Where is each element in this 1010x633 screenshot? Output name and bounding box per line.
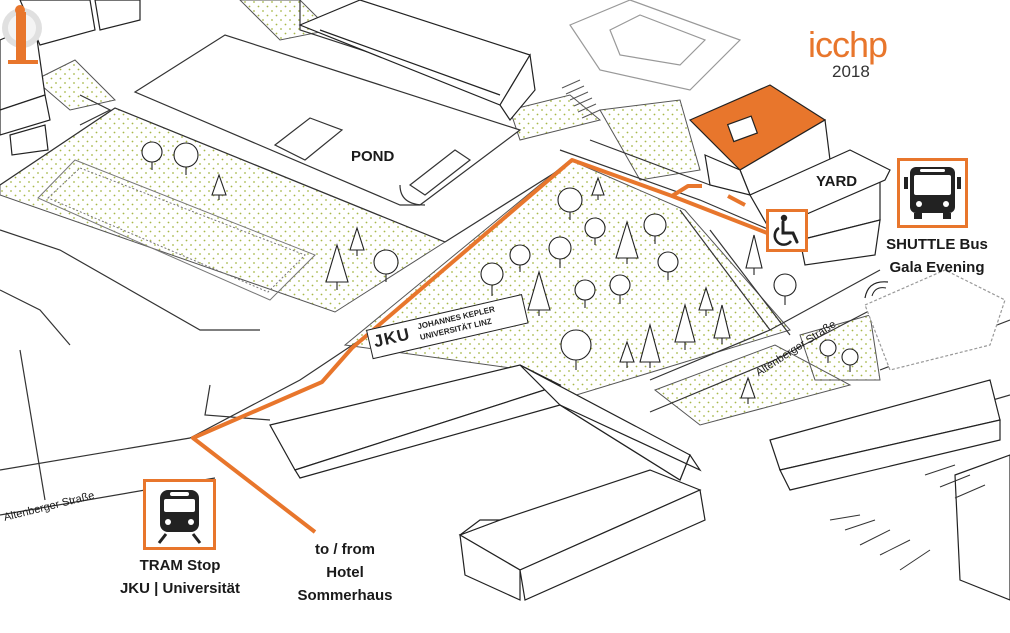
tram-label-line1: TRAM Stop bbox=[139, 557, 221, 574]
walking-route bbox=[191, 158, 781, 534]
tram-icon bbox=[157, 490, 202, 544]
park-east-small bbox=[799, 314, 881, 381]
sports-field bbox=[37, 159, 316, 301]
buildings bbox=[0, 0, 1010, 601]
shuttle-label: SHUTTLE Bus Gala Evening bbox=[878, 233, 996, 279]
park-south-east bbox=[653, 344, 852, 426]
route-label-line3: Sommerhaus bbox=[297, 587, 393, 604]
shuttle-label-line2: Gala Evening bbox=[889, 259, 985, 276]
shuttle-label-line1: SHUTTLE Bus bbox=[886, 236, 988, 253]
yard-label: YARD bbox=[816, 173, 858, 190]
trees bbox=[141, 141, 859, 404]
route-building bbox=[671, 194, 781, 240]
park-north-left bbox=[34, 59, 116, 111]
pond-plaza bbox=[133, 34, 522, 206]
route-hotel bbox=[191, 158, 702, 534]
tram-label-line2: JKU | Universität bbox=[119, 580, 241, 597]
parking bbox=[829, 464, 986, 571]
logo-text: icchp bbox=[808, 24, 888, 65]
shuttle-shelter bbox=[864, 281, 889, 299]
wheelchair-icon bbox=[773, 214, 799, 246]
stairs bbox=[561, 79, 601, 119]
route-label-line1: to / from bbox=[315, 541, 375, 558]
logo-year: 2018 bbox=[832, 62, 870, 81]
route-label: to / from Hotel Sommerhaus bbox=[282, 538, 408, 607]
pond-label: POND bbox=[351, 148, 395, 165]
icchp-logo bbox=[2, 5, 42, 64]
shuttle-bus-marker[interactable] bbox=[897, 158, 968, 228]
route-label-line2: Hotel bbox=[326, 564, 364, 581]
accessible-entrance-marker[interactable] bbox=[766, 209, 808, 252]
tram-label: TRAM Stop JKU | Universität bbox=[100, 554, 260, 600]
bus-icon bbox=[904, 167, 961, 219]
jku-mark: JKU bbox=[371, 324, 413, 352]
route-entrance bbox=[727, 194, 746, 207]
tram-stop-marker[interactable] bbox=[143, 479, 216, 550]
park-yard bbox=[599, 99, 701, 181]
